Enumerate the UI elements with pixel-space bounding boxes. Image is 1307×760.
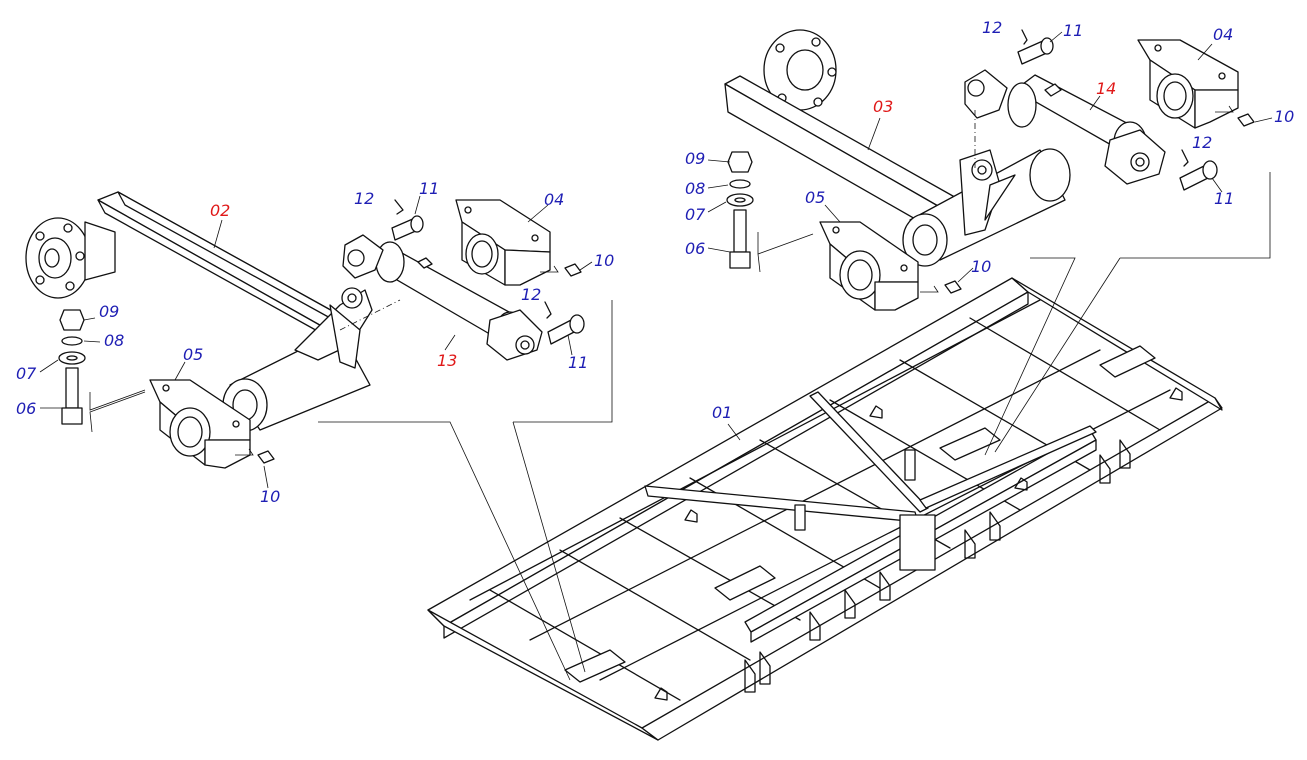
left-pin-right — [544, 301, 585, 345]
label-13: 13 — [437, 351, 458, 370]
left-bolt-stack — [58, 309, 146, 433]
label-08-left: 08 — [104, 331, 125, 350]
label-07-left: 07 — [16, 364, 37, 383]
left-cylinder — [339, 234, 543, 361]
left-bracket-04 — [455, 199, 551, 286]
label-01: 01 — [712, 403, 733, 422]
label-06-right: 06 — [685, 239, 706, 258]
left-pin-top — [391, 199, 424, 241]
label-10-right-top: 10 — [1274, 107, 1295, 126]
right-hub — [763, 29, 837, 111]
right-bracket-05 — [819, 221, 919, 311]
label-08-right: 08 — [685, 179, 706, 198]
label-10-left-top: 10 — [594, 251, 615, 270]
label-11-right-right: 11 — [1214, 189, 1235, 208]
label-12-left-right: 12 — [521, 285, 542, 304]
left-hub — [25, 217, 116, 299]
right-bolt-stack — [726, 151, 814, 273]
main-frame — [427, 277, 1223, 741]
label-04-right: 04 — [1213, 25, 1234, 44]
right-pin-top — [1017, 29, 1054, 65]
label-06-left: 06 — [16, 399, 37, 418]
label-12-right-top: 12 — [982, 18, 1003, 37]
left-bracket-05 — [149, 379, 251, 469]
label-04-left: 04 — [544, 190, 565, 209]
right-bracket-04 — [1137, 39, 1239, 129]
label-11-left-right: 11 — [568, 353, 589, 372]
label-02: 02 — [210, 201, 231, 220]
right-grease-nipple-top — [1215, 105, 1255, 127]
label-09-right: 09 — [685, 149, 706, 168]
left-grease-nipple-top — [540, 263, 582, 277]
label-09-left: 09 — [99, 302, 120, 321]
label-03: 03 — [873, 97, 894, 116]
left-axle-assembly — [25, 191, 585, 469]
label-05-right: 05 — [805, 188, 826, 207]
label-14: 14 — [1096, 79, 1117, 98]
right-pin-right — [1179, 149, 1218, 191]
label-05-left: 05 — [183, 345, 204, 364]
label-10-right-bottom: 10 — [971, 257, 992, 276]
right-cylinder — [964, 69, 1166, 185]
label-10-left-bottom: 10 — [260, 487, 281, 506]
label-12-left-top: 12 — [354, 189, 375, 208]
label-11-left-top: 11 — [419, 179, 440, 198]
label-12-right-right: 12 — [1192, 133, 1213, 152]
left-grease-nipple-bottom — [235, 448, 275, 464]
right-axle-assembly — [724, 29, 1255, 311]
leader-lines — [39, 31, 1273, 489]
label-11-right-top: 11 — [1063, 21, 1084, 40]
right-grease-nipple-bottom — [920, 280, 962, 294]
label-07-right: 07 — [685, 205, 706, 224]
